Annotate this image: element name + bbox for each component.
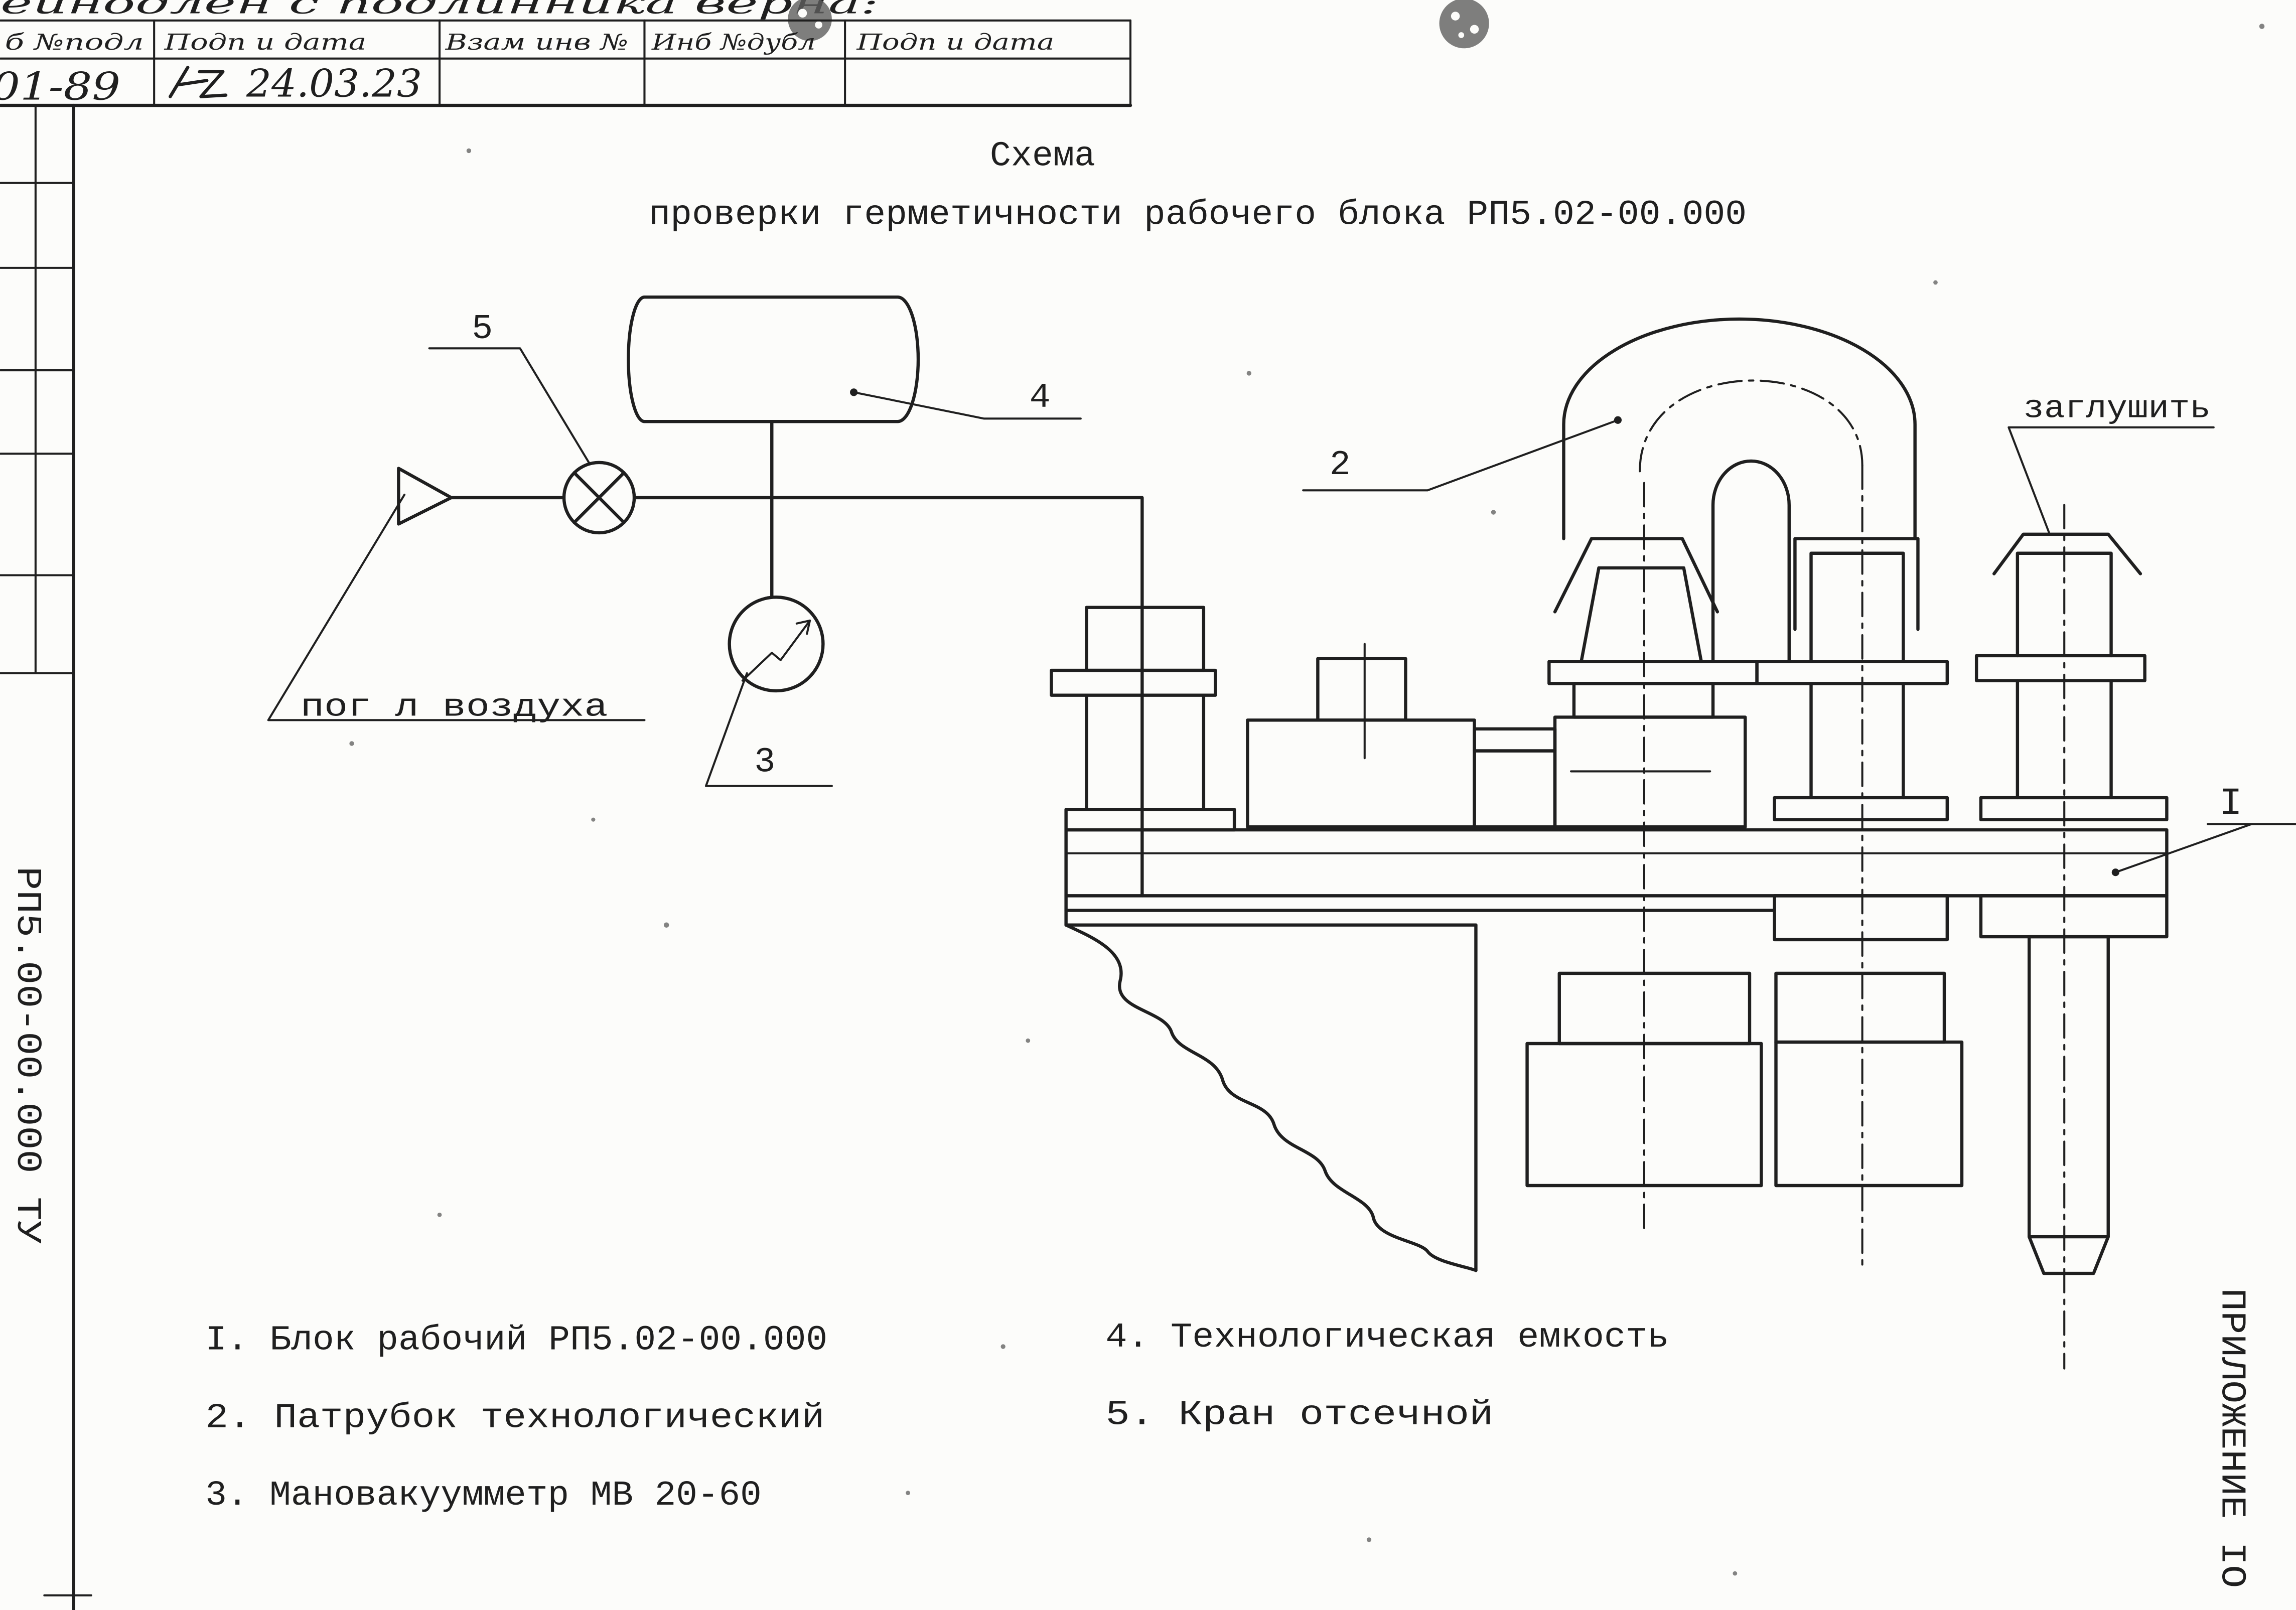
table-header-cell: Взам инв №: [445, 30, 628, 55]
scan-specks: [349, 24, 2265, 1576]
page-title: Схема: [990, 137, 1095, 177]
valve-callout-number: 5: [472, 310, 493, 349]
plug-leader-line: [2007, 426, 2215, 535]
pneumatic-circuit: 4 5 пог л воздуха 3: [267, 295, 1144, 898]
port-column-a: [1547, 537, 1759, 829]
section-break-line: [1064, 923, 1478, 1272]
legend: I. Блок рабочий РП5.02-00.000 2. Патрубо…: [205, 1318, 1669, 1516]
page-subtitle: проверки герметичности рабочего блока РП…: [649, 195, 1747, 235]
certification-note: еинодлен с подлинника верна:: [1, 0, 879, 20]
working-block-assembly: 2 заглушить I: [1050, 317, 2296, 1370]
table-header-cell: Подп и дата: [164, 30, 366, 55]
lower-body-b: [1774, 971, 1964, 1188]
plug-pin: [2027, 935, 2110, 1275]
valve-leader-line: [428, 347, 590, 464]
legend-item: 5. Кран отсечной: [1105, 1396, 1493, 1435]
appendix-label: ПРИЛОЖЕНИЕ IO: [2211, 1288, 2251, 1588]
tank-callout-number: 4: [1030, 378, 1051, 418]
table-header-cell: б №подл: [5, 30, 144, 55]
process-tank: [627, 295, 920, 423]
revision-table: б №подл Подп и дата Взам инв № Инб №дубл…: [0, 19, 1132, 108]
signature: [169, 65, 228, 98]
legend-item: 4. Технологическая емкость: [1105, 1318, 1669, 1358]
pipe-leader-line: [1302, 419, 1619, 492]
table-header-cell: Подп и дата: [856, 30, 1054, 55]
air-supply-label: пог л воздуха: [301, 690, 608, 726]
air-inlet-icon: [397, 467, 453, 526]
ink-blot-icon: [1439, 0, 1489, 49]
legend-item: I. Блок рабочий РП5.02-00.000: [205, 1321, 827, 1361]
gauge-leader-line: [704, 672, 833, 787]
signature-date: 24.03.23: [246, 62, 422, 106]
document-code: РП5.00-00.000 ТУ: [7, 866, 47, 1244]
block-callout-number: I: [2219, 782, 2242, 825]
pressure-gauge-icon: [728, 596, 825, 693]
connector: [1473, 727, 1557, 829]
legend-item: 2. Патрубок технологический: [205, 1398, 824, 1438]
gauge-callout-number: 3: [754, 743, 775, 782]
plugged-port: [1974, 532, 2169, 821]
base-plate: [1064, 828, 2169, 942]
process-pipe: [1562, 317, 1917, 663]
tank-leader-line: [852, 391, 1082, 420]
original-inventory-number: 01-89: [0, 64, 120, 108]
left-margin-frame: [0, 103, 92, 1610]
pipe-callout-number: 2: [1330, 446, 1351, 485]
air-supply-leader-line: [267, 493, 646, 721]
legend-item: 3. Мановакуумметр МВ 20-60: [205, 1476, 762, 1516]
table-header-cell: Инб №дубл: [651, 30, 816, 55]
main-pipe: [632, 496, 1144, 898]
shutoff-valve-icon: [562, 461, 636, 535]
center-housing: [1246, 643, 1476, 829]
plug-callout-label: заглушить: [2024, 391, 2211, 427]
port-column-b: [1755, 537, 1949, 821]
